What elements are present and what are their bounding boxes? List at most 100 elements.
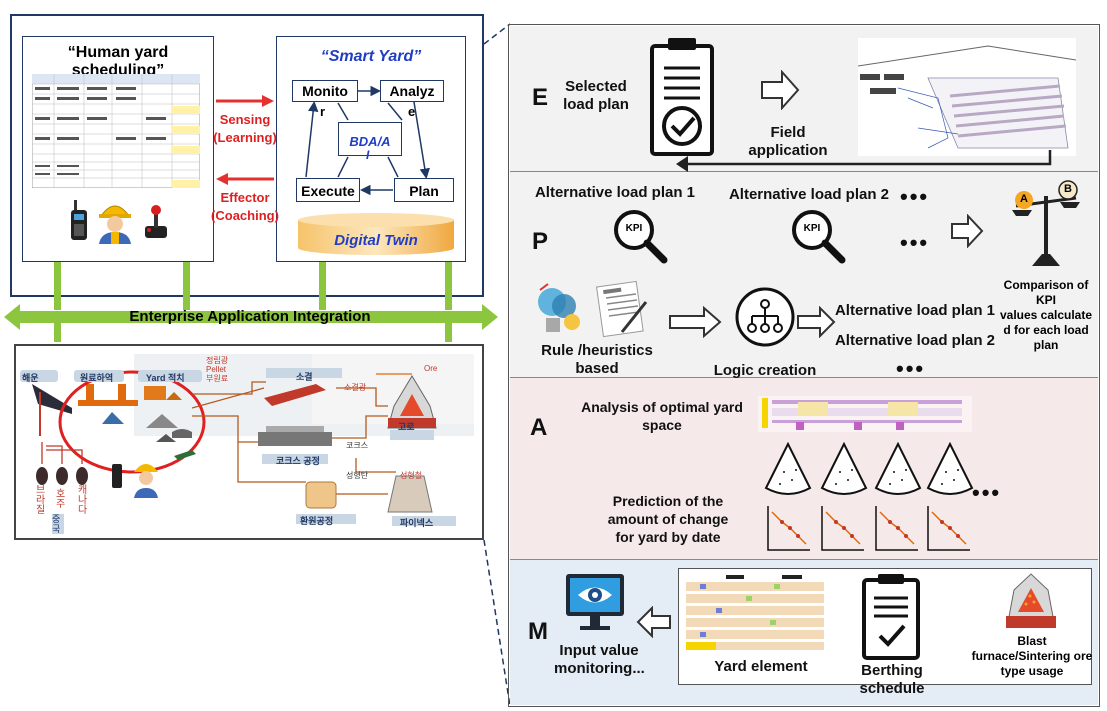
- monitor-label-tail: r: [320, 104, 326, 119]
- rules-document-icon: [596, 280, 648, 338]
- process-flow-graphic: [20, 354, 474, 526]
- dots-kpi: •••: [900, 230, 930, 255]
- connector-4: [445, 262, 452, 310]
- trend-charts: [767, 506, 970, 551]
- logic-arrow-icon: [669, 306, 722, 338]
- analyze-label: Analyz: [389, 83, 435, 99]
- letter-m: M: [528, 618, 548, 645]
- field-arrow-icon: [761, 70, 800, 110]
- dots-alt: •••: [900, 184, 930, 209]
- clipboard-check-icon: [650, 38, 714, 156]
- alt-plan-1b: Alternative load plan 1: [834, 302, 996, 319]
- walkie-talkie-icon: [71, 200, 87, 240]
- schedule-table-thumbnail: [32, 74, 200, 188]
- flow-haeun: 해운: [22, 373, 39, 383]
- monitor-node: [292, 80, 358, 102]
- joystick-icon: [145, 205, 167, 238]
- kpi-label-2: KPI: [803, 223, 821, 234]
- brain-lightbulb-icon: [538, 283, 580, 332]
- logic-creation: Logic creation: [713, 362, 817, 379]
- execute-label: Execute: [301, 183, 355, 199]
- kpi-magnifier-icon-2: [792, 210, 846, 264]
- digital-twin-cylinder: [298, 213, 454, 255]
- flow-sinter: 소결: [296, 372, 313, 382]
- monitor-eye-icon: [566, 574, 624, 630]
- rule-heuristics: Rule /heuristics based: [541, 342, 653, 377]
- flow-ore: Ore: [424, 364, 438, 373]
- flow-canada: 캐나다: [78, 485, 88, 516]
- input-monitoring: Input value monitoring...: [554, 642, 645, 677]
- flow-goro: 고로: [398, 422, 415, 432]
- flow-china: 중국: [52, 514, 64, 534]
- section-p: [510, 172, 1098, 378]
- bda-label-tail: I: [366, 148, 370, 162]
- dots-bottom: •••: [896, 356, 926, 381]
- feedback-arrow: [676, 150, 1052, 172]
- letter-a: A: [530, 414, 548, 441]
- flow-yard: Yard 적치: [146, 373, 185, 383]
- flow-pellet: 정립광 Pellet 부원료: [206, 356, 229, 383]
- effector-label: Effector: [220, 190, 270, 205]
- analysis-label: Analysis of optimal yard space: [581, 399, 743, 433]
- yard-map-thumbnail: [858, 38, 1076, 156]
- learning-label: (Learning): [213, 130, 277, 145]
- zoom-dashed-lines: [483, 23, 511, 707]
- alt-plan-2b: Alternative load plan 2: [834, 332, 996, 349]
- dots-a: •••: [972, 480, 1002, 505]
- flow-cokes: 코크스: [346, 441, 369, 450]
- flow-australia: 호주: [56, 489, 66, 510]
- alt-arrow-icon: [797, 306, 836, 338]
- sensing-label: Sensing: [219, 112, 271, 127]
- monitor-label: Monito: [302, 83, 348, 99]
- prediction-label: Prediction of the amount of change for y…: [607, 493, 729, 545]
- connector-6: [445, 322, 452, 342]
- letter-e: E: [532, 84, 549, 111]
- flow-finex: 파이넥스: [400, 518, 434, 528]
- plan-label: Plan: [409, 183, 439, 199]
- input-arrow-icon: [636, 606, 671, 638]
- connector-1: [54, 262, 61, 310]
- logic-tree-icon: [735, 287, 795, 347]
- flow-sinter-ore: 소결광: [344, 383, 367, 392]
- worker-icon: [99, 205, 131, 244]
- connector-5: [54, 322, 61, 342]
- comparison-label: Comparison of KPI values calculate d for…: [999, 278, 1093, 352]
- execute-node: [296, 178, 360, 202]
- compare-arrow-icon: [951, 214, 984, 248]
- analyze-label-tail: e: [408, 104, 416, 119]
- eai-bus-arrow: [4, 304, 498, 330]
- balance-scale-icon: [1012, 180, 1080, 266]
- connector-2: [183, 262, 190, 310]
- scale-a-label: A: [1020, 193, 1028, 205]
- blast-label: Blast furnace/Sintering ore type usage: [971, 634, 1093, 678]
- digital-twin-label: Digital Twin: [334, 232, 418, 249]
- mape-cycle-arrows: [305, 85, 430, 196]
- flow-brazil: 브라질: [36, 485, 46, 516]
- selected-load-plan: Selected load plan: [563, 78, 629, 113]
- flow-sungtan: 성형탄: [346, 471, 369, 480]
- effector-arrow: [216, 173, 274, 185]
- alt-plan-1: Alternative load plan 1: [534, 184, 696, 201]
- right-frame: [508, 24, 1100, 707]
- berthing-label: Berthing schedule: [859, 662, 925, 697]
- kpi-label-1: KPI: [625, 223, 643, 234]
- sensing-arrow: [216, 95, 274, 107]
- yard-element-label: Yard element: [714, 658, 808, 675]
- flow-sungcheol: 성형철: [400, 471, 423, 480]
- flow-coke: 코크스 공정: [276, 456, 320, 466]
- stockpile-cones: [764, 442, 974, 495]
- kpi-magnifier-icon-1: [614, 210, 668, 264]
- flow-hwanwon: 환원공정: [300, 516, 334, 526]
- blast-furnace-icon: [1006, 573, 1056, 628]
- yard-element-thumbnail: [686, 575, 824, 650]
- bda-label: BDA/A: [349, 134, 391, 149]
- bda-node: [338, 122, 402, 156]
- eai-label: Enterprise Application Integration: [129, 308, 371, 325]
- yard-space-strip: [758, 396, 972, 432]
- field-application: Field application: [748, 124, 828, 159]
- scale-b-label: B: [1064, 183, 1072, 195]
- flow-raw: 원료하역: [80, 373, 114, 383]
- coaching-label: (Coaching): [211, 208, 279, 223]
- berthing-clipboard-icon: [862, 574, 920, 660]
